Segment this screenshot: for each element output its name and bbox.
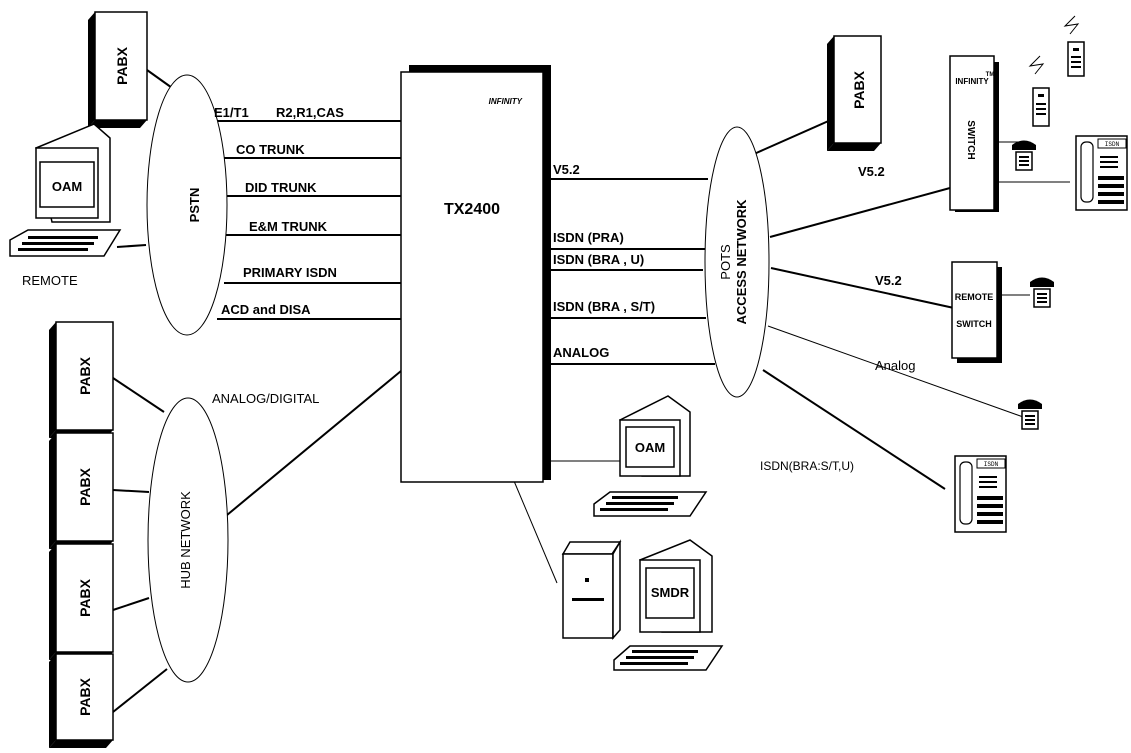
link-isdn-bra-st: ISDN (BRA , S/T)	[553, 299, 655, 314]
isdn-phone-2-label: ISDN	[984, 461, 999, 468]
local-oam-label: OAM	[635, 440, 665, 455]
pabx-hub-1: PABX	[49, 322, 113, 438]
svg-text:PABX: PABX	[77, 467, 93, 506]
access-remote-switch-link	[771, 268, 954, 308]
v52-switch-label: V5.2	[858, 164, 885, 179]
analog-label: Analog	[875, 358, 915, 373]
pabx-hub-4: PABX	[49, 654, 113, 748]
svg-text:PABX: PABX	[77, 677, 93, 716]
pots-label: POTS	[718, 244, 733, 280]
smdr-label: SMDR	[651, 585, 690, 600]
local-oam-computer: OAM	[594, 396, 706, 516]
link-r2-r1-cas: R2,R1,CAS	[276, 105, 344, 120]
tx-brand: INFINITY	[489, 97, 523, 106]
svg-text:PABX: PABX	[77, 356, 93, 395]
svg-text:PABX: PABX	[77, 578, 93, 617]
remote-switch-line2: SWITCH	[956, 319, 992, 329]
isdn-phone-1-icon: ISDN	[1076, 136, 1127, 210]
access-network-label: ACCESS NETWORK	[734, 199, 749, 325]
remote-label: REMOTE	[22, 273, 78, 288]
link-analog: ANALOG	[553, 345, 609, 360]
link-did-trunk: DID TRUNK	[245, 180, 317, 195]
tx-name: TX2400	[444, 201, 500, 218]
pabx-hub-3: PABX	[49, 544, 113, 660]
v52-remote-label: V5.2	[875, 273, 902, 288]
remote-oam-label: OAM	[52, 179, 82, 194]
remote-switch-line1: REMOTE	[955, 292, 994, 302]
hub-pabx-link-4	[113, 669, 167, 712]
analog-phone-2-icon	[1030, 278, 1054, 308]
remote-oam-computer: OAM	[10, 124, 120, 256]
hub-pabx-link-1	[113, 378, 164, 412]
isdn-bra-label: ISDN(BRA:S/T,U)	[760, 459, 854, 473]
hub-pabx-link-3	[113, 598, 149, 610]
svg-text:PABX: PABX	[114, 46, 130, 85]
hub-network-label: HUB NETWORK	[178, 491, 193, 589]
link-primary-isdn: PRIMARY ISDN	[243, 265, 337, 280]
isdn-phone-2-icon: ISDN	[955, 456, 1006, 532]
analog-digital-label: ANALOG/DIGITAL	[212, 391, 319, 406]
link-em-trunk: E&M TRUNK	[249, 219, 328, 234]
infinity-switch: INFINITY TM SWITCH	[950, 56, 999, 212]
analog-phone-1-icon	[1012, 141, 1036, 171]
link-isdn-bra-u: ISDN (BRA , U)	[553, 252, 644, 267]
smdr-computer: SMDR	[563, 540, 722, 670]
link-isdn-pra: ISDN (PRA)	[553, 230, 624, 245]
link-co-trunk: CO TRUNK	[236, 142, 305, 157]
pabx-top-left: PABX	[88, 12, 147, 128]
switch-tm: TM	[986, 72, 995, 78]
mobile-phone-1-icon	[1065, 16, 1084, 76]
switch-brand: INFINITY	[955, 77, 989, 86]
access-pabx-link	[754, 119, 833, 154]
svg-text:PABX: PABX	[851, 70, 867, 109]
remote-pstn-link	[117, 245, 146, 247]
pabx-hub-2: PABX	[49, 433, 113, 549]
mobile-phone-2-icon	[1030, 56, 1049, 126]
remote-switch: REMOTE SWITCH	[952, 262, 1002, 363]
access-switch-link	[770, 188, 950, 237]
link-v52: V5.2	[553, 162, 580, 177]
analog-phone-3-icon	[1018, 400, 1042, 430]
pabx-right: PABX	[827, 36, 881, 151]
isdn-phone-1-label: ISDN	[1105, 141, 1120, 148]
pstn-label: PSTN	[187, 188, 202, 223]
switch-label: SWITCH	[965, 120, 976, 159]
tx2400-box	[401, 72, 543, 482]
hub-pabx-link-2	[113, 490, 149, 492]
link-acd-disa: ACD and DISA	[221, 302, 311, 317]
link-e1-t1: E1/T1	[214, 105, 249, 120]
